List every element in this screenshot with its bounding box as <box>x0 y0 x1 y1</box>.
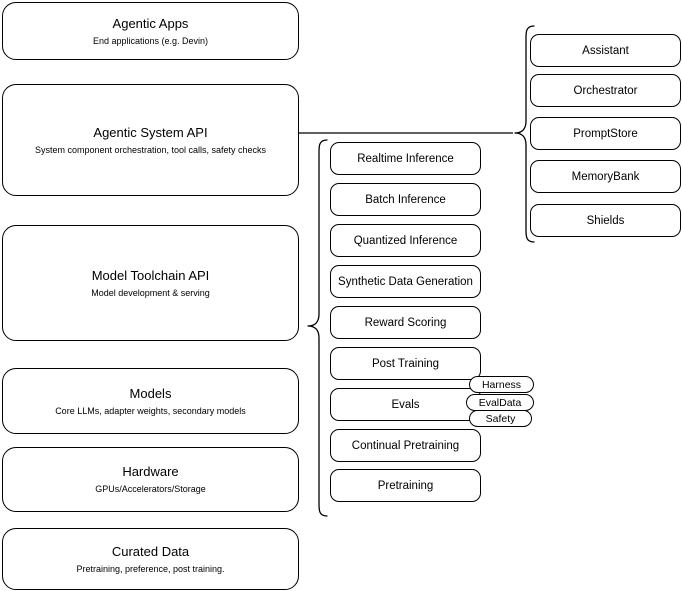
layer-box-hardware[interactable]: Hardware GPUs/Accelerators/Storage <box>2 447 299 512</box>
layer-subtitle: Model development & serving <box>91 287 210 298</box>
layer-box-models[interactable]: Models Core LLMs, adapter weights, secon… <box>2 368 299 434</box>
component-chip-realtime-inference[interactable]: Realtime Inference <box>330 142 481 175</box>
layer-box-agentic-system-api[interactable]: Agentic System API System component orch… <box>2 84 299 196</box>
layer-subtitle: System component orchestration, tool cal… <box>34 144 267 155</box>
layer-box-agentic-apps[interactable]: Agentic Apps End applications (e.g. Devi… <box>2 2 299 60</box>
component-chip-orchestrator[interactable]: Orchestrator <box>530 74 681 107</box>
component-chip-batch-inference[interactable]: Batch Inference <box>330 183 481 216</box>
component-chip-memorybank[interactable]: MemoryBank <box>530 160 681 193</box>
layer-title: Hardware <box>122 464 179 479</box>
component-chip-promptstore[interactable]: PromptStore <box>530 117 681 150</box>
component-chip-evals[interactable]: Evals <box>330 388 481 421</box>
component-chip-shields[interactable]: Shields <box>530 204 681 237</box>
component-chip-reward-scoring[interactable]: Reward Scoring <box>330 306 481 339</box>
layer-title: Agentic System API <box>93 124 208 140</box>
component-chip-assistant[interactable]: Assistant <box>530 34 681 67</box>
evals-pill-safety[interactable]: Safety <box>469 410 532 427</box>
layer-title: Model Toolchain API <box>91 267 210 283</box>
brace-agentic-system-components <box>512 24 536 244</box>
component-chip-pretraining[interactable]: Pretraining <box>330 469 481 502</box>
component-chip-quantized-inference[interactable]: Quantized Inference <box>330 224 481 257</box>
layer-subtitle: Pretraining, preference, post training. <box>76 563 225 574</box>
evals-pill-harness[interactable]: Harness <box>469 376 534 393</box>
layer-box-model-toolchain-api[interactable]: Model Toolchain API Model development & … <box>2 225 299 341</box>
connector-agentic-system-to-components <box>299 126 515 140</box>
layer-title: Models <box>129 385 172 401</box>
layer-subtitle: GPUs/Accelerators/Storage <box>95 484 206 494</box>
layer-title: Agentic Apps <box>112 15 189 31</box>
layer-subtitle: Core LLMs, adapter weights, secondary mo… <box>55 405 246 416</box>
layer-title: Curated Data <box>111 543 190 559</box>
component-chip-continual-pretraining[interactable]: Continual Pretraining <box>330 429 481 462</box>
component-chip-synthetic-data-generation[interactable]: Synthetic Data Generation <box>330 265 481 298</box>
layer-box-curated-data[interactable]: Curated Data Pretraining, preference, po… <box>2 528 299 590</box>
evals-pill-evaldata[interactable]: EvalData <box>466 394 534 411</box>
component-chip-post-training[interactable]: Post Training <box>330 347 481 380</box>
layer-subtitle: End applications (e.g. Devin) <box>92 35 209 46</box>
brace-model-toolchain-components <box>303 138 329 518</box>
